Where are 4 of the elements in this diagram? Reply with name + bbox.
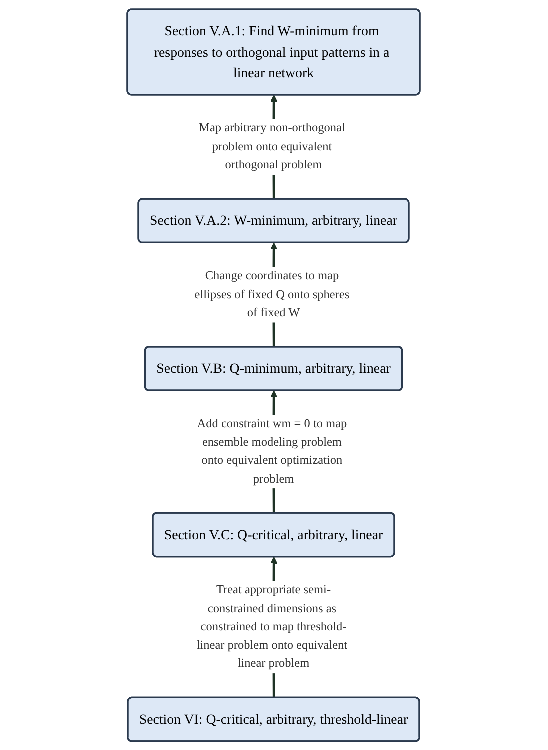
edge-label: Map arbitrary non-orthogonal problem onto equivalent orthogonal problem (199, 121, 346, 172)
edge-label: Change coordinates to map ellipses of fixed Q onto spheres of fixed W (195, 269, 350, 320)
edge-label: Add constraint wm = 0 to map ensemble modeling problem onto equivalent optimization problem (198, 417, 348, 486)
edge-label: Treat appropriate semi-constrained dimensions as constrained to map threshold-linear problem onto equivalent linear problem (197, 583, 348, 670)
